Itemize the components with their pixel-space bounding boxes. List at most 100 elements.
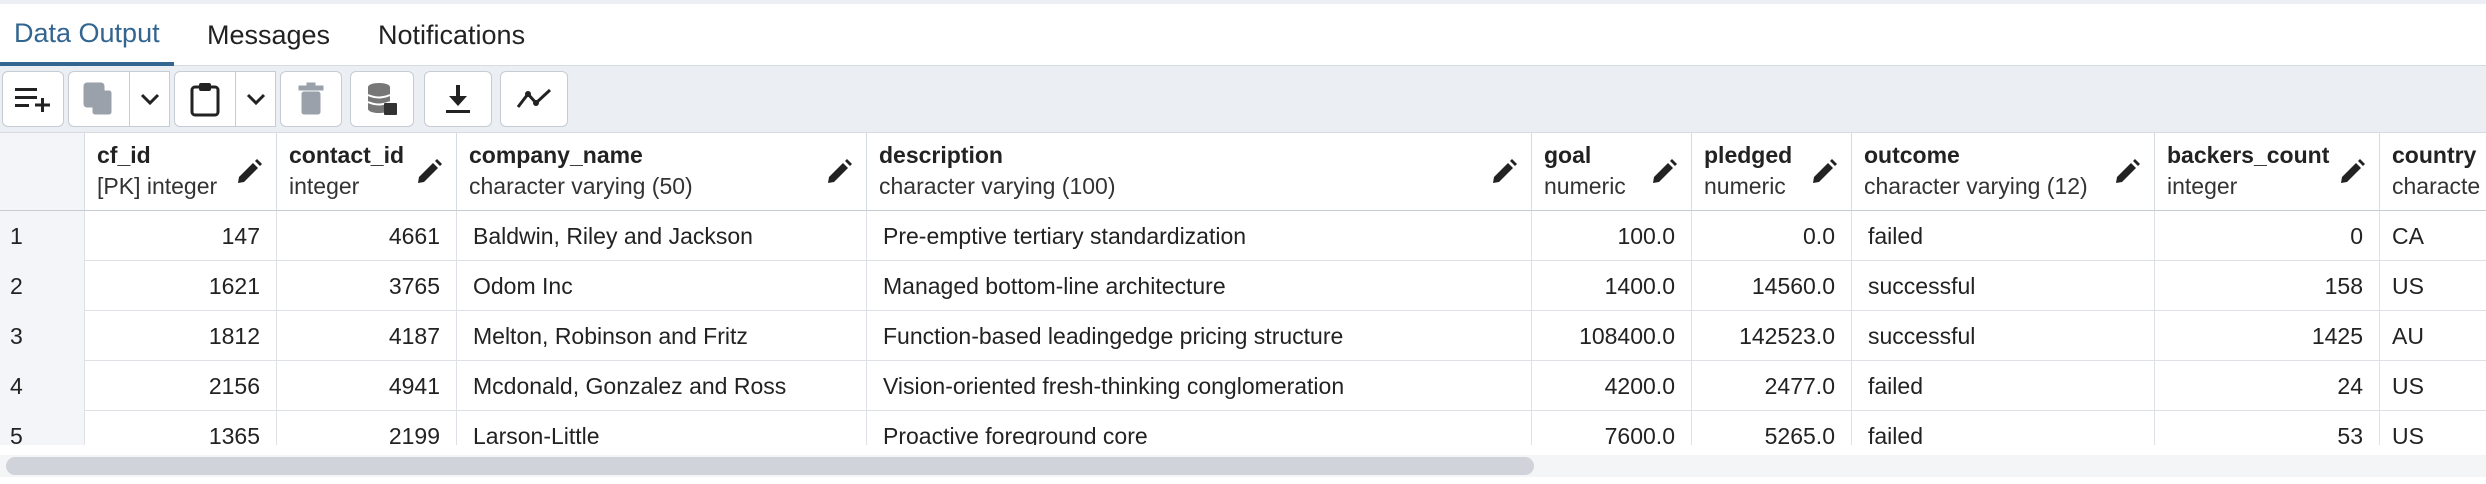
cell-outcome[interactable]: failed <box>1852 211 2155 261</box>
cell-goal[interactable]: 108400.0 <box>1532 311 1692 361</box>
copy-options-dropdown[interactable] <box>130 71 170 127</box>
row-number-header <box>0 133 85 211</box>
column-type: character varying (50) <box>469 173 693 199</box>
cell-goal[interactable]: 7600.0 <box>1532 411 1692 445</box>
cell-contact-id[interactable]: 4661 <box>277 211 457 261</box>
edit-pencil-icon[interactable] <box>1649 157 1679 187</box>
column-name: description <box>879 142 1003 168</box>
edit-pencil-icon[interactable] <box>1809 157 1839 187</box>
column-type: character varying (12) <box>1864 173 2088 199</box>
edit-pencil-icon[interactable] <box>234 157 264 187</box>
copy-icon <box>82 81 116 117</box>
cell-goal[interactable]: 100.0 <box>1532 211 1692 261</box>
cell-pledged[interactable]: 2477.0 <box>1692 361 1852 411</box>
column-header-description[interactable]: description character varying (100) <box>867 133 1532 211</box>
cell-description[interactable]: Vision-oriented fresh-thinking conglomer… <box>867 361 1532 411</box>
cell-backers-count[interactable]: 158 <box>2155 261 2380 311</box>
cell-country[interactable]: US <box>2392 423 2424 445</box>
delete-icon <box>297 82 325 116</box>
column-name: cf_id <box>97 142 151 168</box>
cell-pledged[interactable]: 5265.0 <box>1692 411 1852 445</box>
edit-pencil-icon[interactable] <box>824 157 854 187</box>
cell-outcome[interactable]: successful <box>1852 261 2155 311</box>
horizontal-scrollbar[interactable] <box>0 445 2486 484</box>
cell-outcome[interactable]: successful <box>1852 311 2155 361</box>
table-row[interactable]: 2 1621 3765 Odom Inc Managed bottom-line… <box>0 261 2486 311</box>
cell-description[interactable]: Pre-emptive tertiary standardization <box>867 211 1532 261</box>
cell-cf-id[interactable]: 1365 <box>85 411 277 445</box>
cell-goal[interactable]: 4200.0 <box>1532 361 1692 411</box>
cell-cf-id[interactable]: 1812 <box>85 311 277 361</box>
table-row[interactable]: 1 147 4661 Baldwin, Riley and Jackson Pr… <box>0 211 2486 261</box>
cell-country[interactable]: AU <box>2392 323 2424 349</box>
scrollbar-thumb[interactable] <box>6 457 1534 475</box>
tab-data-output[interactable]: Data Output <box>0 4 174 66</box>
table-row[interactable]: 3 1812 4187 Melton, Robinson and Fritz F… <box>0 311 2486 361</box>
paste-button[interactable] <box>174 71 236 127</box>
column-type: integer <box>2167 173 2238 199</box>
cell-cf-id[interactable]: 147 <box>85 211 277 261</box>
column-header-outcome[interactable]: outcome character varying (12) <box>1852 133 2155 211</box>
cell-pledged[interactable]: 142523.0 <box>1692 311 1852 361</box>
column-name: pledged <box>1704 142 1793 168</box>
column-header-company-name[interactable]: company_name character varying (50) <box>457 133 867 211</box>
cell-country[interactable]: US <box>2392 273 2424 299</box>
cell-company-name[interactable]: Larson-Little <box>457 411 867 445</box>
row-number: 2 <box>0 261 85 311</box>
cell-company-name[interactable]: Melton, Robinson and Fritz <box>457 311 867 361</box>
column-header-country[interactable]: country characte <box>2380 133 2486 211</box>
row-number: 1 <box>0 211 85 261</box>
cell-backers-count[interactable]: 24 <box>2155 361 2380 411</box>
graph-visualiser-icon <box>515 86 553 112</box>
cell-backers-count[interactable]: 1425 <box>2155 311 2380 361</box>
column-header-goal[interactable]: goal numeric <box>1532 133 1692 211</box>
tab-messages[interactable]: Messages <box>207 19 331 50</box>
table-row[interactable]: 4 2156 4941 Mcdonald, Gonzalez and Ross … <box>0 361 2486 411</box>
edit-pencil-icon[interactable] <box>414 157 444 187</box>
cell-pledged[interactable]: 0.0 <box>1692 211 1852 261</box>
graph-visualiser-button[interactable] <box>500 71 568 127</box>
delete-button[interactable] <box>280 71 342 127</box>
chevron-down-icon <box>245 91 267 107</box>
cell-outcome[interactable]: failed <box>1852 361 2155 411</box>
cell-contact-id[interactable]: 2199 <box>277 411 457 445</box>
download-button[interactable] <box>424 71 492 127</box>
column-header-cf-id[interactable]: cf_id [PK] integer <box>85 133 277 211</box>
cell-company-name[interactable]: Baldwin, Riley and Jackson <box>457 211 867 261</box>
cell-description[interactable]: Proactive foreground core <box>867 411 1532 445</box>
cell-backers-count[interactable]: 0 <box>2155 211 2380 261</box>
cell-description[interactable]: Managed bottom-line architecture <box>867 261 1532 311</box>
tab-notifications[interactable]: Notifications <box>378 19 526 50</box>
cell-outcome[interactable]: failed <box>1852 411 2155 445</box>
cell-contact-id[interactable]: 3765 <box>277 261 457 311</box>
column-name: outcome <box>1864 142 1960 168</box>
cell-cf-id[interactable]: 2156 <box>85 361 277 411</box>
table-row[interactable]: 5 1365 2199 Larson-Little Proactive fore… <box>0 411 2486 445</box>
cell-contact-id[interactable]: 4187 <box>277 311 457 361</box>
cell-contact-id[interactable]: 4941 <box>277 361 457 411</box>
edit-pencil-icon[interactable] <box>1489 157 1519 187</box>
column-type: numeric <box>1544 173 1626 199</box>
cell-goal[interactable]: 1400.0 <box>1532 261 1692 311</box>
cell-pledged[interactable]: 14560.0 <box>1692 261 1852 311</box>
column-header-pledged[interactable]: pledged numeric <box>1692 133 1852 211</box>
save-data-button[interactable] <box>350 71 414 127</box>
add-row-button[interactable] <box>2 71 64 127</box>
save-data-icon <box>365 81 399 117</box>
cell-company-name[interactable]: Mcdonald, Gonzalez and Ross <box>457 361 867 411</box>
column-header-contact-id[interactable]: contact_id integer <box>277 133 457 211</box>
column-header-backers-count[interactable]: backers_count integer <box>2155 133 2380 211</box>
copy-button[interactable] <box>68 71 130 127</box>
row-number: 5 <box>0 411 85 445</box>
cell-cf-id[interactable]: 1621 <box>85 261 277 311</box>
cell-country[interactable]: CA <box>2392 223 2424 249</box>
edit-pencil-icon[interactable] <box>2337 157 2367 187</box>
column-name: company_name <box>469 142 643 168</box>
cell-country[interactable]: US <box>2392 373 2424 399</box>
paste-options-dropdown[interactable] <box>236 71 276 127</box>
cell-company-name[interactable]: Odom Inc <box>457 261 867 311</box>
edit-pencil-icon[interactable] <box>2112 157 2142 187</box>
cell-description[interactable]: Function-based leadingedge pricing struc… <box>867 311 1532 361</box>
cell-backers-count[interactable]: 53 <box>2155 411 2380 445</box>
